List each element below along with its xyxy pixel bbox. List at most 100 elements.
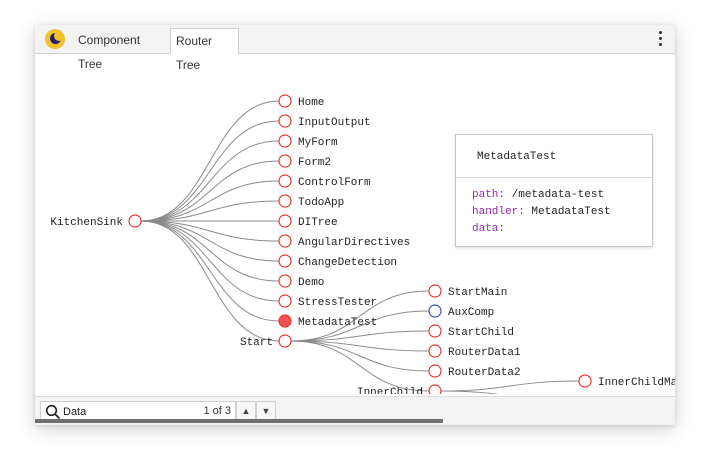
divider xyxy=(456,177,652,178)
tree-link xyxy=(290,330,430,342)
route-details-title: MetadataTest xyxy=(477,151,557,163)
tab-router-tree[interactable]: Router Tree xyxy=(170,28,239,72)
tree-node-demo[interactable]: Demo xyxy=(278,274,324,289)
node-circle[interactable] xyxy=(578,374,592,388)
route-path-row: path: /metadata-test xyxy=(472,189,604,201)
tree-node-changedetection[interactable]: ChangeDetection xyxy=(278,254,397,269)
node-label[interactable]: RouterData1 xyxy=(448,347,521,359)
node-label[interactable]: InnerChild xyxy=(357,387,423,399)
node-label[interactable]: InnerChildMa xyxy=(598,377,675,389)
node-circle[interactable] xyxy=(278,94,292,108)
tree-link xyxy=(140,220,280,322)
tree-node-inputoutput[interactable]: InputOutput xyxy=(278,114,371,129)
tree-node-startmain[interactable]: StartMain xyxy=(428,284,507,299)
tree-node-kitchensink[interactable]: KitchenSink xyxy=(50,214,142,229)
node-label[interactable]: Home xyxy=(298,97,324,109)
handler-key: handler: xyxy=(472,206,525,218)
node-circle[interactable] xyxy=(428,344,442,358)
node-circle[interactable] xyxy=(278,234,292,248)
path-key: path: xyxy=(472,189,506,201)
tree-link xyxy=(290,340,430,372)
node-label[interactable]: StressTester xyxy=(298,297,377,309)
node-circle[interactable] xyxy=(278,334,292,348)
tab-component-tree[interactable]: Component Tree xyxy=(78,33,141,71)
node-circle[interactable] xyxy=(428,384,442,398)
node-label[interactable]: RouterData2 xyxy=(448,367,521,379)
node-label[interactable]: StartChild xyxy=(448,327,514,339)
node-circle[interactable] xyxy=(428,304,442,318)
tree-node-innerchild[interactable]: InnerChild xyxy=(357,384,442,399)
arrow-up-icon[interactable]: ▲ xyxy=(236,401,256,422)
node-label[interactable]: Demo xyxy=(298,277,324,289)
node-circle[interactable] xyxy=(278,214,292,228)
path-value: /metadata-test xyxy=(511,189,605,201)
tree-link xyxy=(290,290,430,342)
node-circle[interactable] xyxy=(428,324,442,338)
tree-link xyxy=(140,220,280,342)
node-label[interactable]: MetadataTest xyxy=(298,317,377,329)
tree-link xyxy=(140,100,280,222)
node-circle[interactable] xyxy=(278,114,292,128)
node-circle[interactable] xyxy=(128,214,142,228)
node-label[interactable]: AngularDirectives xyxy=(298,237,410,249)
tree-node-form2[interactable]: Form2 xyxy=(278,154,331,169)
node-label[interactable]: InputOutput xyxy=(298,117,371,129)
app-window: Component Tree Router Tree KitchenSink Ho… xyxy=(35,25,675,425)
tree-node-routerdata1[interactable]: RouterData1 xyxy=(428,344,521,359)
tree-node-home[interactable]: Home xyxy=(278,94,324,109)
node-label[interactable]: TodoApp xyxy=(298,197,344,209)
tree-node-ditree[interactable]: DITree xyxy=(278,214,338,229)
node-label[interactable]: MyForm xyxy=(298,137,338,149)
tree-link xyxy=(290,340,430,352)
node-label[interactable]: Form2 xyxy=(298,157,331,169)
tree-node-startchild[interactable]: StartChild xyxy=(428,324,514,339)
node-circle[interactable] xyxy=(278,314,292,328)
node-circle[interactable] xyxy=(278,194,292,208)
tree-node-auxcomp[interactable]: AuxComp xyxy=(428,304,494,319)
tree-link xyxy=(140,220,280,282)
tree-link xyxy=(290,310,430,342)
node-label[interactable]: AuxComp xyxy=(448,307,494,319)
tree-node-controlform[interactable]: ControlForm xyxy=(278,174,371,189)
tree-link xyxy=(140,220,280,262)
top-toolbar: Component Tree Router Tree xyxy=(35,25,675,72)
search-icon xyxy=(45,404,61,420)
node-label[interactable]: Start xyxy=(240,337,273,349)
node-label[interactable]: ChangeDetection xyxy=(298,257,397,269)
node-circle[interactable] xyxy=(278,274,292,288)
tree-link xyxy=(290,340,430,392)
node-label[interactable]: DITree xyxy=(298,217,338,229)
node-label[interactable]: KitchenSink xyxy=(50,217,123,229)
tree-node-stresstester[interactable]: StressTester xyxy=(278,294,377,309)
route-handler-row: handler: MetadataTest xyxy=(472,206,611,218)
tree-node-routerdata2[interactable]: RouterData2 xyxy=(428,364,521,379)
tree-link xyxy=(140,160,280,222)
handler-value: MetadataTest xyxy=(531,206,611,218)
node-circle[interactable] xyxy=(278,294,292,308)
search-input[interactable] xyxy=(63,403,173,420)
tree-node-todoapp[interactable]: TodoApp xyxy=(278,194,344,209)
tree-link xyxy=(140,180,280,222)
route-data-row: data: xyxy=(472,223,505,235)
tree-link xyxy=(140,140,280,222)
horizontal-scrollbar[interactable] xyxy=(35,419,443,423)
node-circle[interactable] xyxy=(278,134,292,148)
node-circle[interactable] xyxy=(278,174,292,188)
more-vert-icon[interactable] xyxy=(657,31,665,47)
tree-node-start[interactable]: Start xyxy=(240,334,292,349)
node-label[interactable]: ControlForm xyxy=(298,177,371,189)
tree-link xyxy=(140,120,280,222)
arrow-down-icon[interactable]: ▼ xyxy=(256,401,276,422)
node-circle[interactable] xyxy=(278,154,292,168)
tree-node-myform[interactable]: MyForm xyxy=(278,134,338,149)
node-label[interactable]: StartMain xyxy=(448,287,507,299)
data-key: data: xyxy=(472,223,506,235)
tree-node-angulardirectives[interactable]: AngularDirectives xyxy=(278,234,410,249)
node-circle[interactable] xyxy=(428,284,442,298)
tree-node-innerchildma[interactable]: InnerChildMa xyxy=(578,374,675,389)
tree-link xyxy=(440,390,580,402)
tree-node-metadatatest[interactable]: MetadataTest xyxy=(278,314,377,329)
node-circle[interactable] xyxy=(278,254,292,268)
node-circle[interactable] xyxy=(428,364,442,378)
